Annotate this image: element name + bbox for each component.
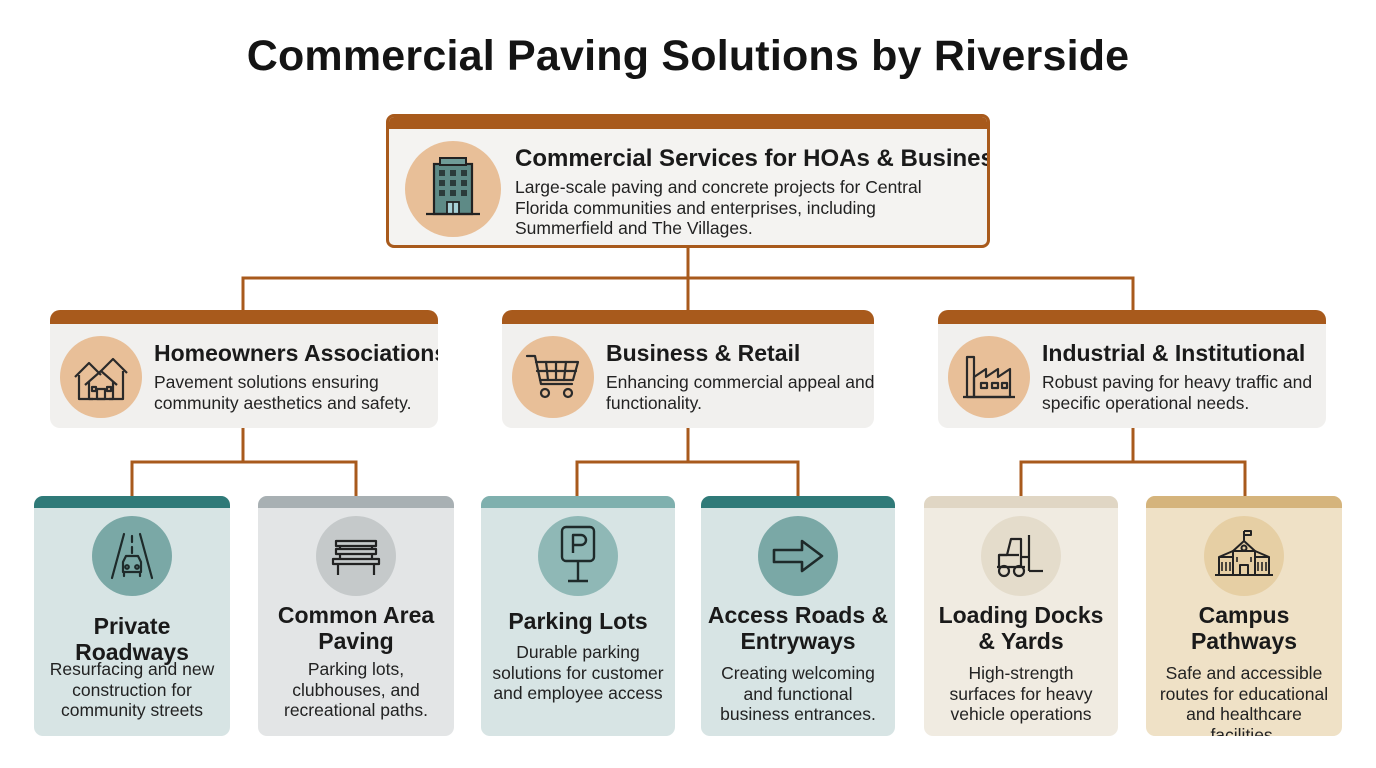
service-description: High-strength surfaces for heavy vehicle… <box>949 663 1093 724</box>
arrow-right-icon <box>758 516 838 596</box>
card-accent-bar <box>502 310 874 324</box>
card-accent-bar <box>389 117 987 129</box>
card-accent-bar <box>50 310 438 324</box>
road-car-icon <box>92 516 172 596</box>
service-card-access-roads-entryways: Access Roads & Entryways Creating welcom… <box>701 496 895 736</box>
category-description: Enhancing commercial appeal and function… <box>606 372 874 413</box>
service-description: Resurfacing and new construction for com… <box>49 659 215 720</box>
category-card-industrial-institutional: Industrial & Institutional Robust paving… <box>938 310 1326 428</box>
category-heading: Business & Retail <box>606 340 801 366</box>
card-accent-bar <box>1146 496 1342 508</box>
bench-icon <box>316 516 396 596</box>
card-accent-bar <box>924 496 1118 508</box>
card-accent-bar <box>481 496 675 508</box>
service-card-campus-pathways: Campus Pathways Safe and accessible rout… <box>1146 496 1342 736</box>
service-heading: Loading Docks & Yards <box>938 602 1104 654</box>
card-accent-bar <box>258 496 454 508</box>
forklift-icon <box>981 516 1061 596</box>
service-heading: Campus Pathways <box>1190 602 1298 654</box>
category-card-business-retail: Business & Retail Enhancing commercial a… <box>502 310 874 428</box>
service-card-loading-docks-yards: Loading Docks & Yards High-strength surf… <box>924 496 1118 736</box>
school-building-icon <box>1204 516 1284 596</box>
service-heading: Access Roads & Entryways <box>707 602 889 654</box>
category-description: Robust paving for heavy traffic and spec… <box>1042 372 1313 413</box>
category-heading: Industrial & Institutional <box>1042 340 1306 366</box>
root-description: Large-scale paving and concrete projects… <box>515 177 922 238</box>
service-description: Safe and accessible routes for education… <box>1159 663 1329 736</box>
card-accent-bar <box>701 496 895 508</box>
service-heading: Parking Lots <box>508 608 648 634</box>
service-heading: Private Roadways <box>75 613 189 665</box>
service-card-common-area-paving: Common Area Paving Parking lots, clubhou… <box>258 496 454 736</box>
service-description: Creating welcoming and functional busine… <box>720 663 876 724</box>
service-card-private-roadways: Private Roadways Resurfacing and new con… <box>34 496 230 736</box>
card-accent-bar <box>938 310 1326 324</box>
service-heading: Common Area Paving <box>277 602 435 654</box>
service-description: Parking lots, clubhouses, and recreation… <box>284 659 428 720</box>
root-service-card: Commercial Services for HOAs & Businesse… <box>386 114 990 248</box>
category-card-homeowners-associations: Homeowners Associations Pavement solutio… <box>50 310 438 428</box>
service-description: Durable parking solutions for customer a… <box>492 642 664 703</box>
shopping-cart-icon <box>512 336 594 418</box>
factory-icon <box>948 336 1030 418</box>
card-accent-bar <box>34 496 230 508</box>
root-heading: Commercial Services for HOAs & Businesse… <box>515 145 990 172</box>
office-building-icon <box>405 141 501 237</box>
parking-sign-icon <box>538 516 618 596</box>
service-card-parking-lots: Parking Lots Durable parking solutions f… <box>481 496 675 736</box>
category-description: Pavement solutions ensuring community ae… <box>154 372 412 413</box>
page-title: Commercial Paving Solutions by Riverside <box>246 32 1130 80</box>
category-heading: Homeowners Associations <box>154 340 438 366</box>
houses-icon <box>60 336 142 418</box>
